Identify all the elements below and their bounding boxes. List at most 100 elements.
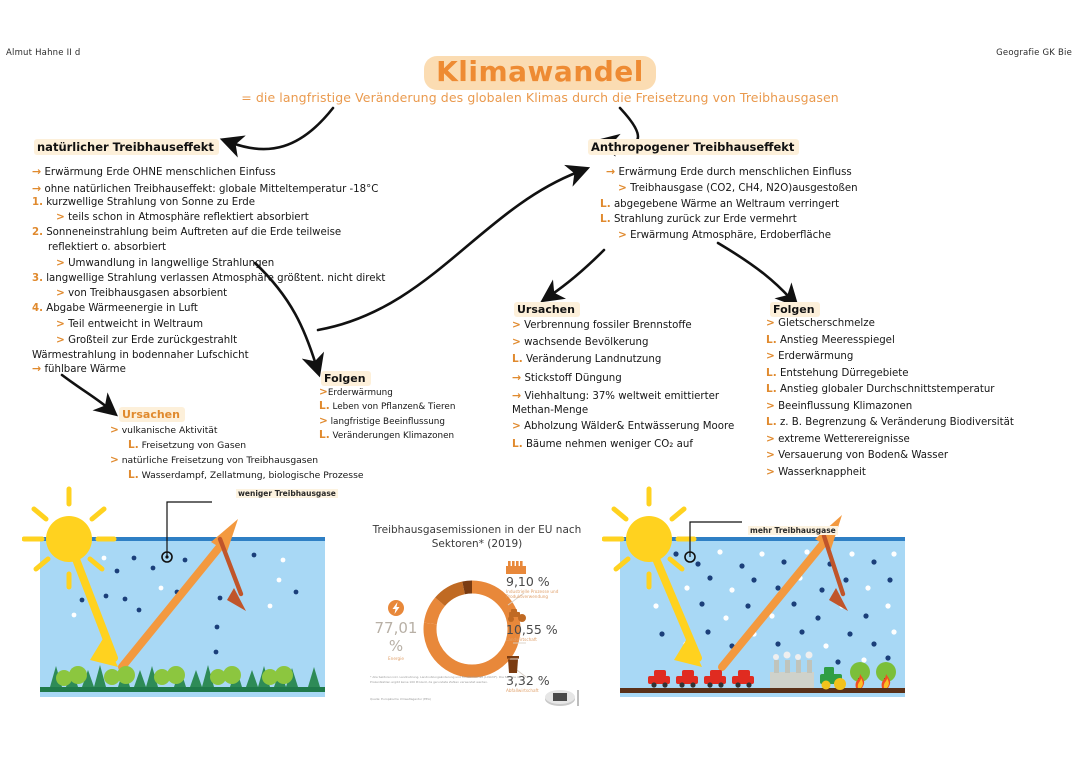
- list-item: > Umwandlung in langwellige Strahlungen: [32, 258, 452, 269]
- ground-line: [620, 688, 905, 693]
- lcorner-marker: L.: [319, 400, 330, 413]
- energy-icon: [388, 600, 404, 616]
- legend-industrie: 9,10 % Industrielle Prozesse und Produkt…: [506, 561, 586, 599]
- illustration-less-greenhouse-gases: [22, 486, 325, 697]
- list-item-text: Versauerung von Boden& Wasser: [778, 450, 949, 461]
- ground-line: [40, 687, 325, 692]
- outgoing-radiation-arrow: [118, 519, 238, 671]
- anthro-causes-heading: Ursachen: [514, 302, 580, 317]
- number-marker: 2.: [32, 227, 43, 239]
- legend-landwirtschaft-value: 10,55 %: [506, 622, 558, 637]
- natural-effects-heading: Folgen: [321, 371, 371, 386]
- list-item: > Verbrennung fossiler Brennstoffe: [512, 320, 772, 331]
- greenhouse-gas-dots: [71, 552, 299, 655]
- list-item-text: wachsende Bevölkerung: [524, 337, 649, 349]
- trashbin-icon: [507, 656, 519, 673]
- list-item-text: Veränderung Landnutzung: [525, 354, 662, 366]
- list-item: > Erderwärmung: [766, 351, 1056, 362]
- factory-icon: [506, 561, 526, 574]
- list-item: > Versauerung von Boden& Wasser: [766, 450, 1056, 461]
- list-item: > extreme Wetterereignisse: [766, 432, 1056, 445]
- chart-footnote: * Alle Sektoren inkl. Landnutzung, Landn…: [370, 675, 522, 684]
- list-item-text: Veränderungen Klimazonen: [332, 430, 455, 441]
- tractor-icon: [820, 667, 846, 690]
- list-item: L. abgegebene Wärme an Weltraum verringe…: [600, 199, 1006, 210]
- legend-landwirtschaft-label: Landwirtschaft: [506, 636, 537, 642]
- list-item-text: Erwärmung Erde OHNE menschlichen Einfuss: [44, 167, 276, 178]
- tractor-icon: [508, 609, 526, 622]
- list-item: >Erderwärmung: [319, 387, 529, 398]
- callout-line: [166, 501, 212, 557]
- list-item-text: langfristige Beeinflussung: [330, 416, 445, 427]
- list-item-text: Anstieg Meeresspiegel: [779, 334, 895, 346]
- cars-icon: [648, 670, 754, 688]
- reflected-radiation-arrow: [217, 536, 246, 611]
- list-item: → fühlbare Wärme: [32, 363, 452, 375]
- student-name: Almut Hahne II d: [6, 48, 81, 58]
- list-item-text: von Treibhausgasen absorbient: [68, 288, 228, 300]
- list-item: > Großteil zur Erde zurückgestrahlt: [32, 335, 452, 346]
- list-item-text: teils schon in Atmosphäre reflektiert ab…: [68, 212, 309, 224]
- list-item: > natürliche Freisetzung von Treibhausga…: [110, 455, 440, 466]
- chart-source: Quelle: Europäische Umweltagentur (EEA): [370, 697, 431, 701]
- list-item: → Stickstoff Düngung: [512, 372, 772, 384]
- chevron-marker: >: [56, 287, 65, 300]
- legend-abfall: 3,32 % Abfallwirtschaft: [506, 656, 586, 693]
- number-marker: 1.: [32, 196, 43, 208]
- legend-energie-label: Energie: [388, 656, 404, 661]
- chevron-marker: >: [110, 454, 119, 467]
- list-item: L. Entstehung Dürregebiete: [766, 367, 1056, 379]
- arrow-marker: →: [512, 370, 522, 384]
- chevron-marker: >: [56, 256, 65, 269]
- anthro-effects-heading: Folgen: [770, 302, 820, 317]
- list-item-text: Teil entweicht in Weltraum: [68, 318, 204, 330]
- list-item-text: Wärmestrahlung in bodennaher Lufschicht: [32, 349, 249, 361]
- list-item-text: Sonneneinstrahlung beim Auftreten auf di…: [46, 227, 342, 239]
- chevron-marker: >: [319, 414, 328, 427]
- chevron-marker: >: [766, 432, 775, 445]
- list-item-text: Bäume nehmen weniger CO₂ auf: [525, 439, 693, 451]
- list-item-text: extreme Wetterereignisse: [778, 433, 910, 445]
- list-item: Methan-Menge: [512, 405, 772, 416]
- list-item: L. Freisetzung von Gasen: [110, 440, 440, 451]
- legend-abfall-label: Abfallwirtschaft: [506, 687, 539, 693]
- chevron-marker: >: [766, 317, 775, 329]
- anthro-effects-list: > Gletscherschmelze L. Anstieg Meeresspi…: [766, 318, 1056, 482]
- list-item-text: Erderwärmung: [327, 388, 393, 398]
- list-item: > Beeinflussung Klimazonen: [766, 399, 1056, 412]
- eu-logo-icon: [545, 690, 579, 706]
- list-item: reflektiert o. absorbiert: [32, 242, 452, 253]
- lcorner-marker: L.: [766, 416, 777, 428]
- list-item-text: Wasserdampf, Zellatmung, biologische Pro…: [141, 470, 364, 482]
- chevron-marker: >: [766, 465, 775, 478]
- chevron-marker: >: [618, 181, 627, 194]
- chevron-marker: >: [766, 449, 775, 461]
- course-label: Geografie GK Bie: [996, 48, 1072, 58]
- burning-trees-icon: [850, 662, 896, 688]
- list-item: > Wasserknappheit: [766, 465, 1056, 478]
- anthropogenic-list: → Erwärmung Erde durch menschlichen Einf…: [600, 166, 1006, 246]
- list-item: L. Anstieg globaler Durchschnittstempera…: [766, 384, 1056, 395]
- incoming-radiation-arrow: [70, 550, 118, 667]
- section-anthro-effects: Folgen: [770, 298, 820, 317]
- list-item: L. Veränderungen Klimazonen: [319, 430, 529, 441]
- list-item-text: abgegebene Wärme an Weltraum verringert: [613, 198, 840, 210]
- list-item: Wärmestrahlung in bodennaher Lufschicht: [32, 349, 452, 361]
- sun-icon: [22, 486, 117, 590]
- list-item-text: Stickstoff Düngung: [524, 372, 622, 384]
- page-title-wrap: Klimawandel: [0, 55, 1080, 91]
- legend-energie-value: 77,01 %: [374, 619, 418, 655]
- chevron-marker: >: [766, 399, 775, 412]
- section-anthro-causes: Ursachen: [514, 298, 580, 317]
- list-item-text: kurzwellige Strahlung von Sonne zu Erde: [46, 196, 255, 208]
- lcorner-marker: L.: [512, 438, 523, 451]
- illustration-more-greenhouse-gases: [602, 486, 905, 697]
- lcorner-marker: L.: [766, 333, 777, 346]
- sun-icon: [602, 486, 697, 590]
- lcorner-marker: L.: [128, 469, 139, 482]
- page-title: Klimawandel: [424, 55, 656, 91]
- list-item-text: Strahlung zurück zur Erde vermehrt: [613, 214, 797, 226]
- callout-line: [689, 521, 742, 557]
- natural-effects-list: >Erderwärmung L. Leben von Pflanzen& Tie…: [319, 387, 529, 445]
- list-item-text: Großteil zur Erde zurückgestrahlt: [68, 334, 238, 346]
